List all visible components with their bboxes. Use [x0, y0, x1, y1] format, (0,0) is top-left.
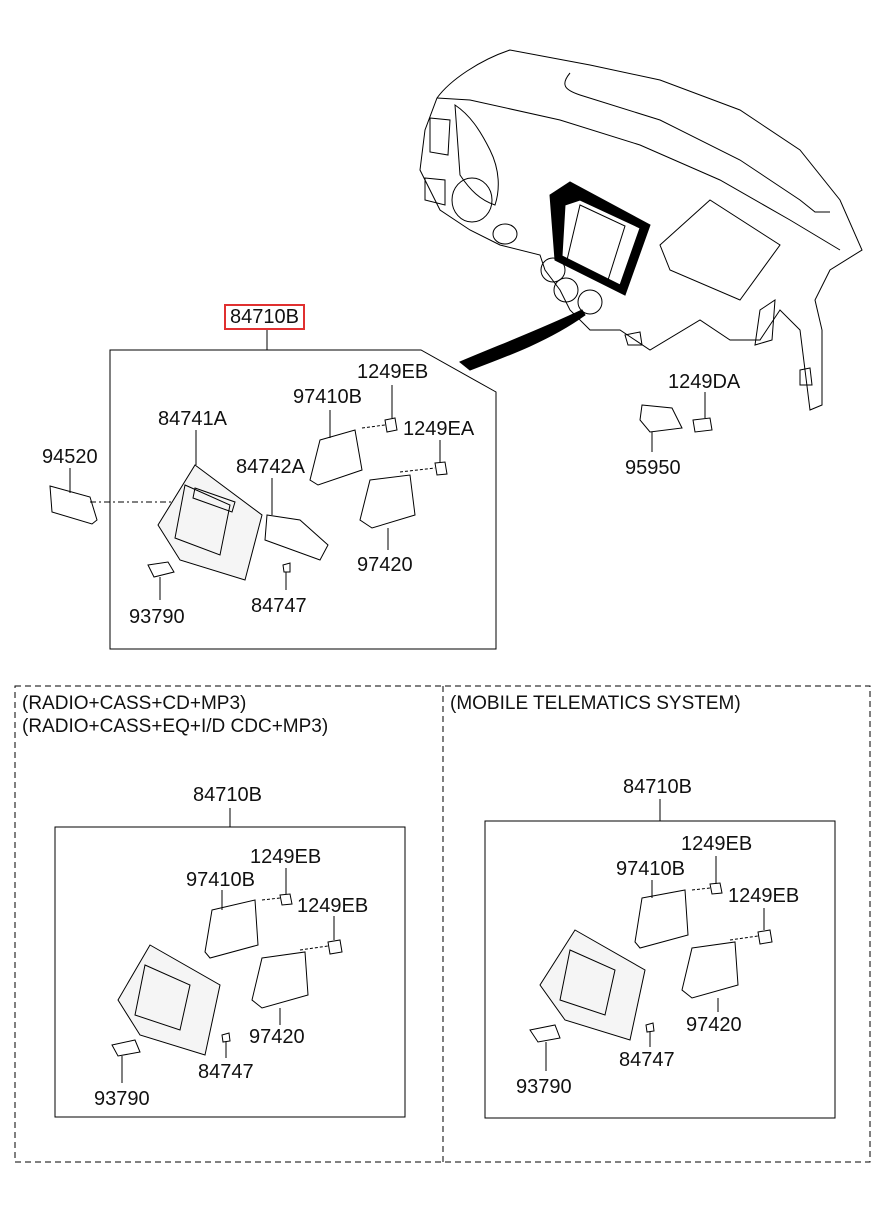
variant-caption-1: (RADIO+CASS+CD+MP3) — [22, 693, 247, 714]
variant-left-part-1249EB-b[interactable]: 1249EB — [297, 895, 369, 917]
variant-left-part-97410B[interactable]: 97410B — [186, 869, 255, 891]
part-label-84741A[interactable]: 84741A — [158, 408, 227, 430]
variant-left-part-93790[interactable]: 93790 — [94, 1088, 150, 1110]
variant-right-part-84747[interactable]: 84747 — [619, 1049, 675, 1071]
variant-right-part-93790[interactable]: 93790 — [516, 1076, 572, 1098]
part-label-1249DA[interactable]: 1249DA — [668, 371, 741, 393]
variant-caption-2: (RADIO+CASS+EQ+I/D CDC+MP3) — [22, 716, 329, 737]
main-assembly-box — [49, 330, 713, 650]
part-label-95950[interactable]: 95950 — [625, 457, 681, 479]
part-label-94520[interactable]: 94520 — [42, 446, 98, 468]
variant-caption-telematics: (MOBILE TELEMATICS SYSTEM) — [450, 693, 741, 714]
variant-left-assembly-label[interactable]: 84710B — [193, 784, 262, 806]
part-label-1249EB[interactable]: 1249EB — [357, 361, 429, 383]
variant-left-part-84747[interactable]: 84747 — [198, 1061, 254, 1083]
variant-left-part-97420[interactable]: 97420 — [249, 1026, 305, 1048]
part-label-84747[interactable]: 84747 — [251, 595, 307, 617]
assembly-label-84710B-highlighted[interactable]: 84710B — [224, 304, 305, 330]
variant-frames — [14, 685, 871, 1163]
part-label-97410B[interactable]: 97410B — [293, 386, 362, 408]
variant-right-part-97420[interactable]: 97420 — [686, 1014, 742, 1036]
variant-right-part-1249EB-b[interactable]: 1249EB — [728, 885, 800, 907]
variant-right-assembly-label[interactable]: 84710B — [623, 776, 692, 798]
part-label-93790[interactable]: 93790 — [129, 606, 185, 628]
part-label-84742A[interactable]: 84742A — [236, 456, 305, 478]
part-label-1249EA[interactable]: 1249EA — [403, 418, 475, 440]
dashboard-illustration — [419, 49, 863, 411]
variant-left-part-1249EB-a[interactable]: 1249EB — [250, 846, 322, 868]
part-label-97420[interactable]: 97420 — [357, 554, 413, 576]
variant-right-part-1249EB-a[interactable]: 1249EB — [681, 833, 753, 855]
variant-right-part-97410B[interactable]: 97410B — [616, 858, 685, 880]
